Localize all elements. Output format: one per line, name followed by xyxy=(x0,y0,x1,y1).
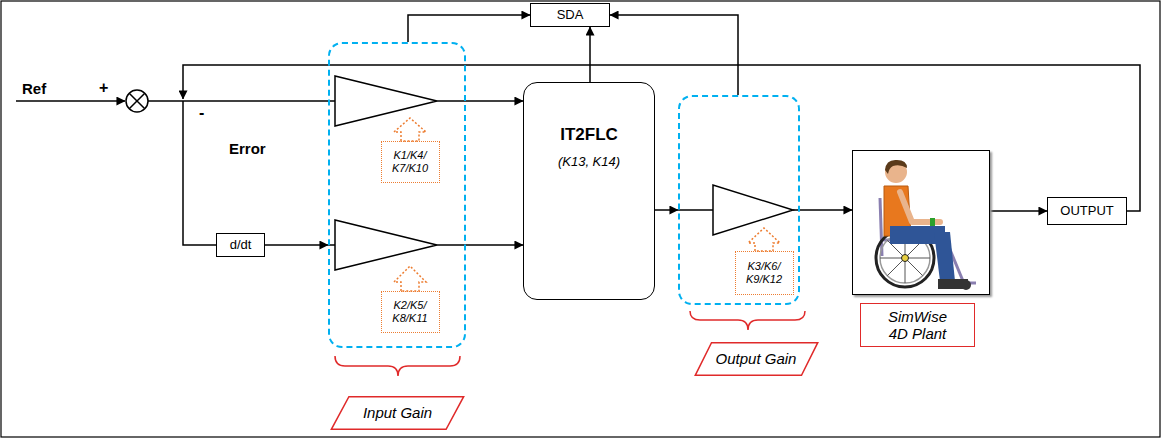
block-label: SDA xyxy=(557,8,584,23)
block-label: IT2FLC xyxy=(560,125,618,145)
block-label: d/dt xyxy=(230,238,252,253)
signal-arrow xyxy=(265,244,328,246)
sign-symbol: + xyxy=(99,79,108,97)
plant-tag: SimWise 4D Plant xyxy=(860,303,975,347)
derivative-block: d/dt xyxy=(216,233,265,257)
group-brace xyxy=(690,311,805,330)
callout-pointer xyxy=(394,118,426,141)
plant-title: SimWise 4D Plant xyxy=(882,308,954,343)
wheelchair-user-figure xyxy=(876,160,976,290)
wristband xyxy=(930,218,935,226)
callout-pointer xyxy=(394,266,426,291)
gain-triangle xyxy=(335,220,437,270)
hair xyxy=(885,160,907,174)
plant-block xyxy=(852,150,990,295)
tag-outline xyxy=(695,343,818,376)
arm xyxy=(900,192,940,222)
wheel-hub xyxy=(902,255,909,262)
feedback-wire xyxy=(183,65,1140,211)
signal-arrow xyxy=(800,209,852,211)
wire-stub xyxy=(437,100,466,102)
sda-block: SDA xyxy=(530,3,610,27)
signal-name: Ref xyxy=(22,80,46,97)
gain-tag: Output Gain xyxy=(694,342,819,376)
sign-symbol: - xyxy=(199,104,204,122)
fuzzy-controller-block: IT2FLC (K13, K14) xyxy=(523,82,655,300)
signal-arrow xyxy=(655,209,678,211)
signal-name: Error xyxy=(229,140,266,157)
gain-triangle xyxy=(713,185,793,235)
output-block: OUTPUT xyxy=(1047,197,1127,225)
block-label: (K13, K14) xyxy=(558,155,620,170)
signal-arrow xyxy=(589,27,591,82)
branch-wire xyxy=(183,101,216,245)
gain-names: K2/K5/ K8/K11 xyxy=(388,299,432,324)
error-wire xyxy=(148,100,335,102)
wire-stub xyxy=(437,244,466,246)
block-label: OUTPUT xyxy=(1060,204,1113,219)
gain-callout: K2/K5/ K8/K11 xyxy=(381,291,440,333)
shin xyxy=(934,232,955,281)
reference-wire xyxy=(16,100,125,102)
group-title: Input Gain xyxy=(363,404,432,421)
output-gain-group: K3/K6/ K9/K12 xyxy=(678,95,800,305)
summing-junction xyxy=(126,90,148,112)
gain-callout: K1/K4/ K7/K10 xyxy=(381,141,440,183)
gain-triangle xyxy=(335,76,437,126)
gain-names: K1/K4/ K7/K10 xyxy=(388,149,432,174)
signal-arrow xyxy=(990,210,1047,212)
wire-stub xyxy=(678,209,713,211)
gain-callout: K3/K6/ K9/K12 xyxy=(735,251,794,295)
summing-cross xyxy=(129,93,145,109)
callout-pointer xyxy=(748,228,780,251)
gain-tag: Input Gain xyxy=(330,396,465,430)
gain-names: K3/K6/ K9/K12 xyxy=(742,260,786,285)
tag-outline xyxy=(331,397,463,430)
summing-cross xyxy=(129,93,145,109)
group-brace xyxy=(335,356,460,376)
input-gain-group: K1/K4/ K7/K10K2/K5/ K8/K11 xyxy=(328,42,466,348)
signal-arrow xyxy=(466,244,523,246)
shoe xyxy=(938,279,968,289)
group-title: Output Gain xyxy=(716,350,797,367)
signal-arrow xyxy=(408,15,530,42)
signal-arrow xyxy=(466,100,523,102)
